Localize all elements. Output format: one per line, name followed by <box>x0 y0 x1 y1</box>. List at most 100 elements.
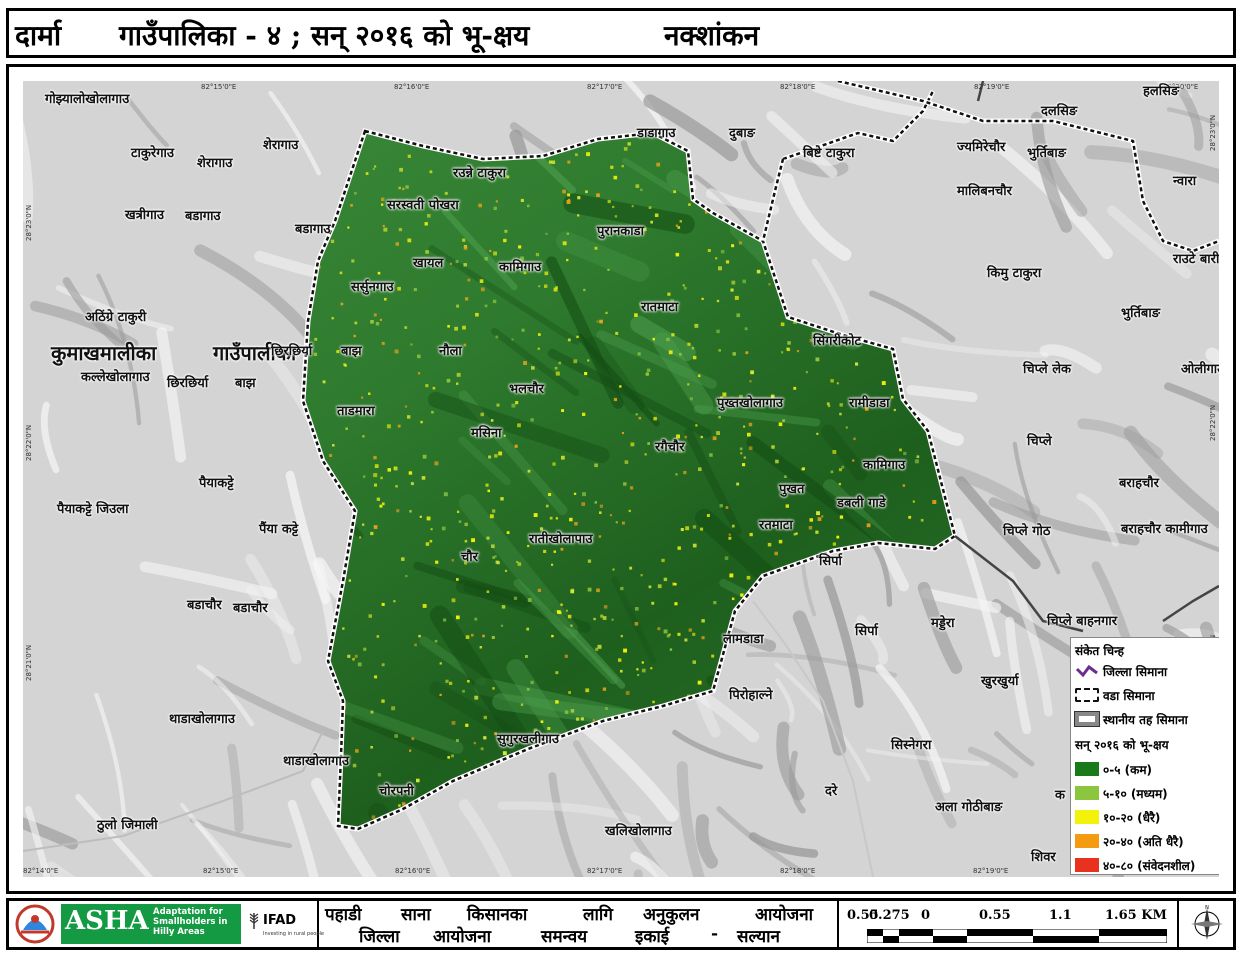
erosion-pixel <box>666 634 670 638</box>
ifad-wheat-icon <box>249 913 259 929</box>
erosion-pixel <box>313 352 318 356</box>
erosion-pixel <box>551 160 556 164</box>
legend-class-label: १०-२० (धैरै) <box>1103 810 1161 825</box>
erosion-pixel <box>586 152 590 157</box>
place-label: बडाचौर <box>233 601 268 616</box>
erosion-pixel <box>449 681 453 685</box>
erosion-pixel <box>777 398 780 401</box>
erosion-pixel <box>718 349 721 352</box>
erosion-pixel <box>624 460 629 464</box>
asha-logo-text: ASHA <box>65 906 149 936</box>
title-word-darma: दार्मा <box>15 19 62 52</box>
erosion-pixel <box>679 352 682 356</box>
hillshade-ridge <box>196 664 255 727</box>
erosion-pixel <box>890 395 894 399</box>
erosion-pixel <box>620 586 624 591</box>
erosion-pixel <box>445 679 449 683</box>
erosion-pixel <box>778 422 783 427</box>
erosion-pixel <box>561 455 565 460</box>
erosion-pixel <box>731 280 736 285</box>
erosion-pixel <box>838 468 842 472</box>
erosion-pixel <box>522 389 527 394</box>
erosion-pixel <box>673 190 677 194</box>
erosion-pixel <box>539 527 544 531</box>
erosion-pixel <box>566 258 569 262</box>
erosion-pixel <box>530 418 534 422</box>
erosion-pixel <box>689 397 693 401</box>
local-boundary-4 <box>954 535 1084 633</box>
footer-word: आयोजना <box>755 905 814 925</box>
erosion-pixel <box>793 386 797 390</box>
erosion-pixel <box>580 717 584 721</box>
erosion-pixel <box>866 523 871 528</box>
erosion-pixel <box>594 501 597 504</box>
place-label: रामीडाडा <box>849 396 890 411</box>
coord-top-label: 82°18'0"E <box>780 83 816 91</box>
erosion-pixel <box>504 229 508 233</box>
erosion-pixel <box>555 700 559 704</box>
local-boundary-3 <box>761 158 785 242</box>
ward-ridge <box>463 582 591 634</box>
legend-local-row: स्थानीय तह सिमाना <box>1074 708 1188 730</box>
place-label: क <box>1055 788 1065 803</box>
erosion-pixel <box>724 556 729 560</box>
place-label: बडाचौर <box>187 598 222 613</box>
erosion-pixel <box>596 320 599 323</box>
erosion-pixel <box>692 543 697 548</box>
legend-ward-row: वडा सिमाना <box>1075 684 1155 706</box>
erosion-pixel <box>533 728 538 733</box>
legend-class-row: ५-१० (मध्यम) <box>1075 782 1168 804</box>
erosion-pixel <box>454 326 458 331</box>
erosion-pixel <box>607 268 610 271</box>
erosion-pixel <box>352 657 355 661</box>
coord-top-label: 82°15'0"E <box>201 83 237 91</box>
place-label: लामडाडा <box>723 632 764 647</box>
hillshade-ridge <box>865 748 990 766</box>
hillshade-ridge <box>954 518 1001 658</box>
hillshade-ridge <box>548 772 584 877</box>
erosion-pixel <box>676 434 680 439</box>
erosion-pixel <box>500 497 504 501</box>
erosion-pixel <box>668 350 673 355</box>
title-main: गाउँपालिका - ४ ; सन् २०१६ को भू-क्षय <box>119 19 530 52</box>
erosion-pixel <box>520 198 524 202</box>
place-label: कामिगाउ <box>863 458 906 473</box>
coord-top-label: 82°16'0"E <box>394 83 430 91</box>
erosion-pixel <box>404 405 408 408</box>
asha-logo-desc: Adaptation for Smallholders in Hilly Are… <box>153 907 228 937</box>
erosion-pixel <box>516 560 519 564</box>
legend-class-swatch <box>1075 858 1099 872</box>
erosion-pixel <box>795 532 798 535</box>
erosion-pixel <box>408 471 413 475</box>
erosion-pixel <box>711 654 715 658</box>
hillshade-ridge <box>311 777 378 877</box>
erosion-pixel <box>462 238 466 242</box>
erosion-pixel <box>652 700 655 704</box>
erosion-pixel <box>503 238 507 243</box>
erosion-pixel <box>746 575 751 580</box>
place-label: अला गोठीबाङ <box>935 800 1003 815</box>
erosion-pixel <box>728 533 731 536</box>
erosion-pixel <box>331 317 334 320</box>
erosion-pixel <box>784 475 787 478</box>
ward-ridge <box>545 256 624 409</box>
hillshade-ridge <box>1076 493 1119 547</box>
north-arrow-compass-icon: N <box>1191 905 1223 940</box>
erosion-pixel <box>484 304 488 308</box>
erosion-pixel <box>494 454 498 458</box>
erosion-pixel <box>431 410 434 414</box>
erosion-pixel <box>370 531 374 536</box>
erosion-pixel <box>418 634 421 638</box>
erosion-pixel <box>657 584 662 589</box>
place-label: सरस्वती पोखरा <box>387 198 459 213</box>
hillshade-ridge <box>180 802 239 877</box>
coord-top-label: 82°20'0"E <box>1163 83 1199 91</box>
erosion-pixel <box>875 462 879 466</box>
hillshade-ridge <box>967 746 1019 779</box>
erosion-pixel <box>533 513 538 517</box>
ward-ridge <box>428 245 580 345</box>
erosion-pixel <box>560 547 564 551</box>
erosion-pixel <box>629 486 634 490</box>
erosion-pixel <box>725 506 729 509</box>
